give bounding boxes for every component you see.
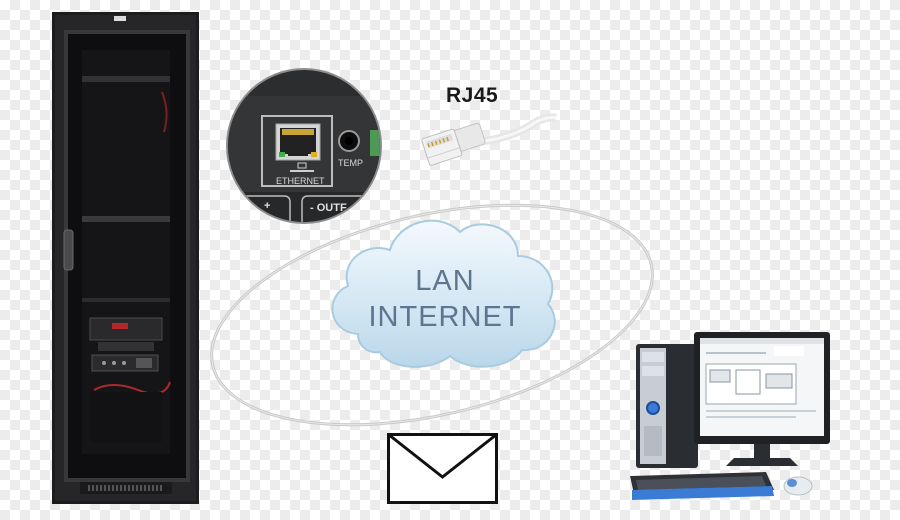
rj45-label: RJ45 <box>446 84 499 107</box>
cloud-icon <box>331 219 556 368</box>
desktop-workstation <box>626 330 836 505</box>
server-rack <box>52 12 199 504</box>
port-label-temp: TEMP <box>338 158 364 168</box>
port-label-ethernet: ETHERNET <box>276 176 325 186</box>
lan-internet-cloud <box>318 204 568 374</box>
rj45-cable-icon <box>421 113 557 166</box>
email-envelope <box>387 433 499 505</box>
envelope-icon <box>387 433 498 504</box>
cloud-label-internet: INTERNET <box>368 301 522 333</box>
cloud-label-lan: LAN <box>415 265 475 297</box>
desktop-computer-icon <box>630 332 830 500</box>
rj45-cable <box>418 108 558 168</box>
port-label-plus: + <box>264 200 271 212</box>
server-rack-icon <box>52 12 199 504</box>
port-zoom-bubble: ETHERNET TEMP - OUTF + <box>224 66 384 226</box>
port-label-output: - OUTF <box>310 202 347 214</box>
